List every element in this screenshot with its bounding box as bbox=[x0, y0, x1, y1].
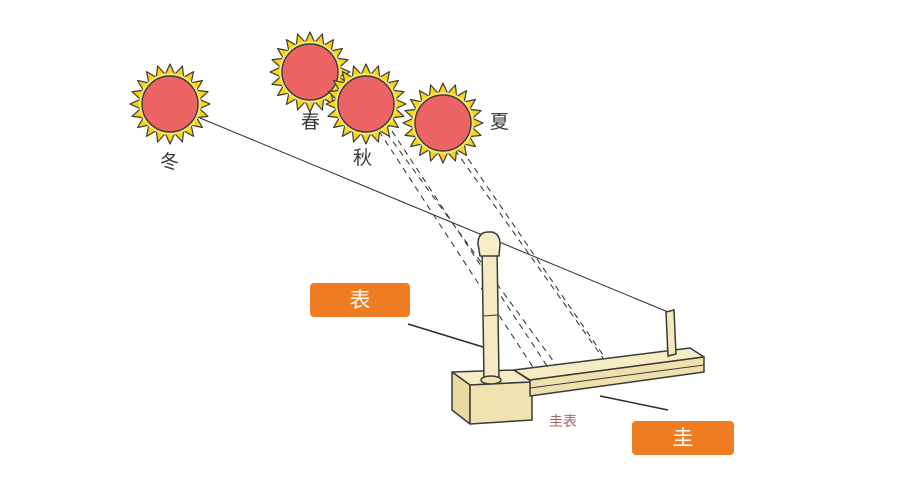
label-winter: 冬 bbox=[160, 151, 179, 173]
sun-disc bbox=[141, 75, 199, 133]
spring-ray-1 bbox=[372, 121, 541, 379]
label-summer: 夏 bbox=[490, 111, 509, 133]
sun-disc bbox=[281, 43, 339, 101]
autumn-ray-1 bbox=[379, 123, 566, 378]
label-spring: 春 bbox=[301, 111, 320, 133]
sun-spring-icon bbox=[269, 31, 351, 113]
sun-autumn-icon bbox=[325, 63, 407, 145]
biao-tag: 表 bbox=[310, 283, 410, 317]
sun-disc bbox=[414, 94, 472, 152]
gnomon-pole bbox=[477, 231, 502, 385]
sun-disc bbox=[337, 75, 395, 133]
gui-tag: 圭 bbox=[632, 421, 734, 455]
sun-rays-lines bbox=[199, 117, 669, 379]
gui-scale bbox=[513, 347, 705, 397]
scale-end-post bbox=[665, 309, 677, 357]
summer-ray-1 bbox=[454, 149, 611, 369]
label-autumn: 秋 bbox=[353, 147, 372, 169]
summer-ray-2 bbox=[461, 149, 613, 369]
instrument-caption: 圭表 bbox=[549, 414, 577, 430]
spring-ray-2 bbox=[385, 121, 556, 379]
leader-lines bbox=[407, 323, 669, 411]
sun-summer-icon bbox=[402, 82, 484, 164]
suns bbox=[129, 31, 484, 164]
sun-winter-icon bbox=[129, 63, 211, 145]
